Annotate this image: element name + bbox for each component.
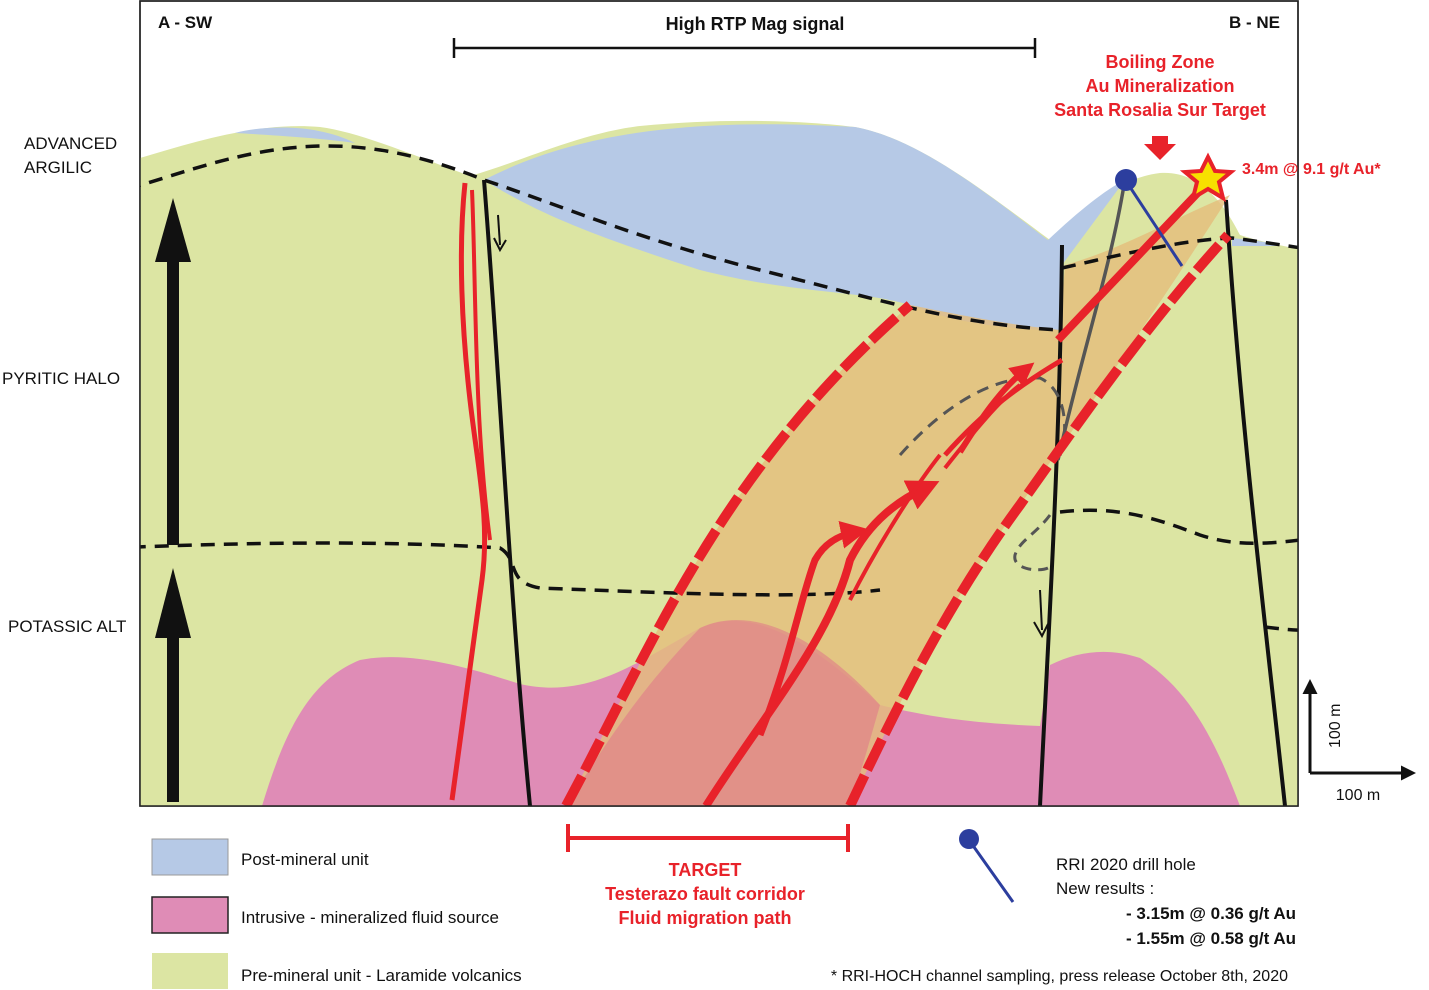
corner-label-left: A - SW — [158, 13, 213, 32]
mag-signal-label: High RTP Mag signal — [666, 14, 845, 34]
drill-hole-legend-collar — [959, 829, 979, 849]
drill-hole-collar — [1115, 169, 1137, 191]
legend-swatch-pre-mineral — [152, 953, 228, 989]
fluid-arrow-right — [848, 453, 942, 601]
fluid-arrow-left — [756, 521, 869, 737]
drill-hole-result2: - 1.55m @ 0.58 g/t Au — [1126, 929, 1296, 948]
pyritic-halo-boundary-right — [1059, 508, 1298, 545]
fault-movement-arrow-right — [1039, 589, 1043, 631]
drill-hole-title: RRI 2020 drill hole — [1056, 855, 1196, 874]
advanced-argilic-boundary — [140, 144, 1061, 332]
drill-hole-legend-trace — [967, 839, 1015, 903]
corner-label-right: B - NE — [1229, 13, 1280, 32]
scale-vertical-label: 100 m — [1327, 704, 1344, 748]
legend-label-post-mineral: Post-mineral unit — [241, 850, 369, 869]
legend-swatch-intrusive — [151, 896, 229, 934]
red-upper-structure — [1055, 179, 1211, 343]
post-mineral-cap — [235, 127, 355, 143]
alteration-arrow-upper — [155, 198, 191, 545]
zone-label-pyritic: PYRITIC HALO — [2, 369, 120, 388]
zone-label-advanced-1: ADVANCED — [24, 134, 117, 153]
mag-signal-bracket — [452, 38, 1037, 58]
drill-hole-trace — [1124, 180, 1184, 267]
legend-swatch-post-mineral — [151, 838, 229, 876]
fluid-arrow-main — [702, 480, 940, 806]
intrusion-shell-dashed — [898, 376, 1067, 461]
legend: Post-mineral unit Intrusive - mineralize… — [151, 838, 522, 989]
intrusion-shell-dashed-lower — [1013, 514, 1052, 572]
left-red-vein-2 — [470, 189, 492, 541]
advanced-argilic-boundary-right — [1061, 236, 1298, 270]
boiling-zone-pointer — [1144, 136, 1176, 160]
left-red-vein — [449, 182, 488, 801]
fault-right — [1224, 199, 1287, 806]
legend-label-intrusive: Intrusive - mineralized fluid source — [241, 908, 499, 927]
boiling-zone-line2: Au Mineralization — [1085, 76, 1234, 96]
fault-gray — [1056, 184, 1126, 461]
fault-movement-arrow-left-tip — [493, 237, 507, 253]
footnote: * RRI-HOCH channel sampling, press relea… — [831, 968, 1288, 985]
target-bracket — [566, 824, 850, 852]
gold-sample-star — [1179, 152, 1237, 203]
scale-horizontal-label: 100 m — [1336, 787, 1380, 804]
target-line2: Testerazo fault corridor — [605, 884, 805, 904]
fluid-arrow-upper-2 — [943, 383, 1022, 470]
potassic-boundary-right — [1264, 625, 1298, 632]
fault-movement-arrow-right-tip — [1033, 621, 1049, 639]
post-mineral-main — [484, 124, 1125, 331]
zone-label-advanced-2: ARGILIC — [24, 158, 92, 177]
boiling-zone-line1: Boiling Zone — [1106, 52, 1215, 72]
drill-hole-result1: - 3.15m @ 0.36 g/t Au — [1126, 904, 1296, 923]
target-line1: TARGET — [669, 860, 742, 880]
legend-label-pre-mineral: Pre-mineral unit - Laramide volcanics — [241, 966, 522, 985]
drill-hole-subtitle: New results : — [1056, 879, 1154, 898]
fault-center — [1038, 244, 1064, 806]
boiling-zone-line3: Santa Rosalia Sur Target — [1054, 100, 1266, 120]
pyritic-halo-boundary — [140, 541, 881, 597]
corridor-fault-right — [845, 231, 1232, 806]
target-line3: Fluid migration path — [619, 908, 792, 928]
corridor-fault-left — [561, 301, 914, 806]
scale-bar — [1302, 679, 1416, 781]
fault-left — [482, 179, 532, 806]
sample-result-label: 3.4m @ 9.1 g/t Au* — [1242, 161, 1381, 178]
alteration-arrow-lower — [155, 568, 191, 802]
zone-label-potassic: POTASSIC ALT — [8, 617, 126, 636]
fault-movement-arrow-left — [497, 214, 501, 246]
